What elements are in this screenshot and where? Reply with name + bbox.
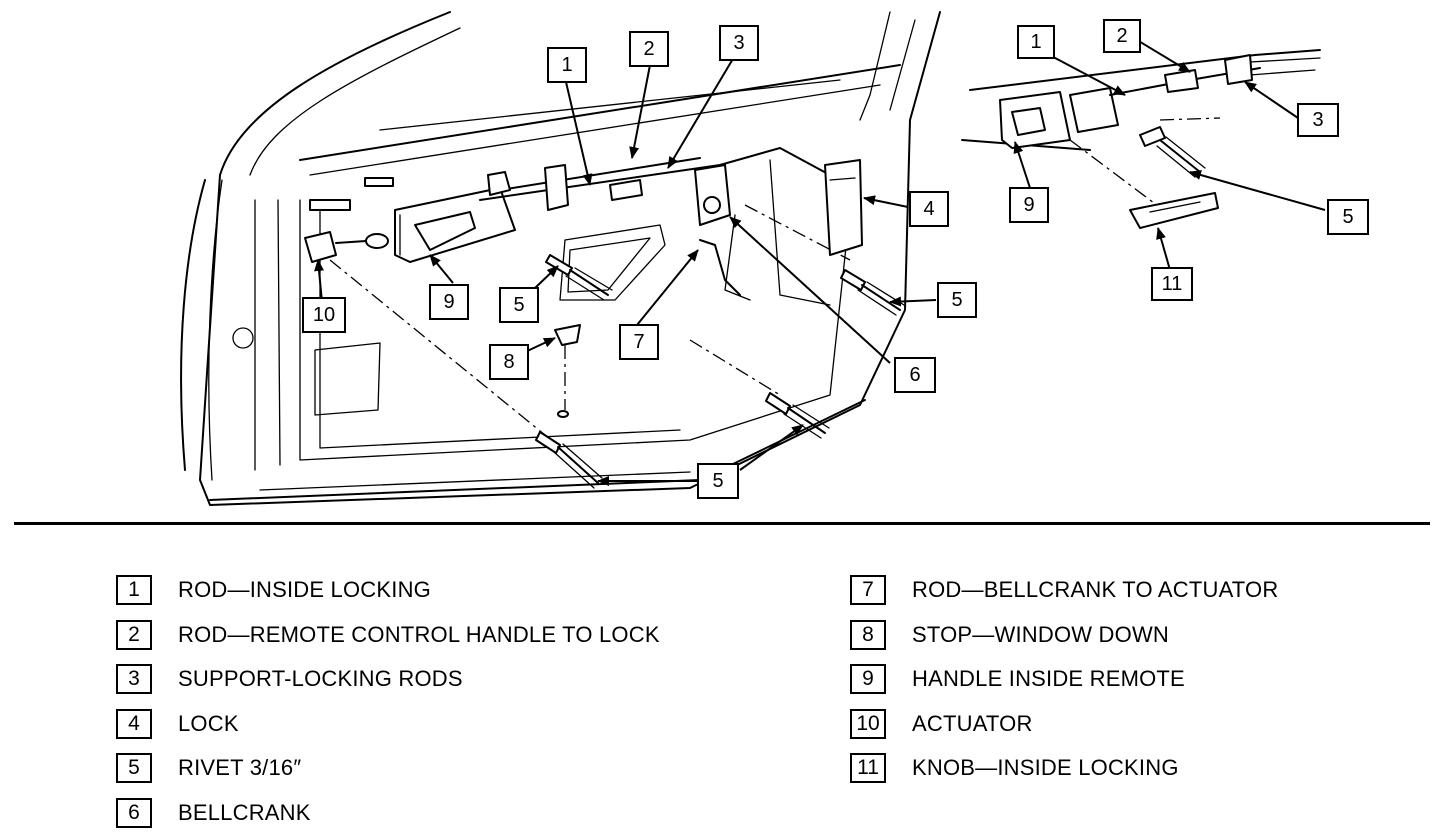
- legend-item: 2 ROD—REMOTE CONTROL HANDLE TO LOCK: [116, 613, 660, 658]
- svg-text:4: 4: [923, 198, 934, 220]
- leader-lines: [314, 39, 1326, 486]
- legend-number: 6: [116, 797, 152, 828]
- legend-item: 5 RIVET 3/16″: [116, 746, 660, 791]
- inset-callout-3: 3: [1297, 103, 1339, 137]
- callout-5: 5: [697, 463, 739, 499]
- legend-label: HANDLE INSIDE REMOTE: [912, 666, 1185, 692]
- legend-label: BELLCRANK: [178, 799, 311, 825]
- rivet: [840, 269, 905, 316]
- inset-callout-2: 2: [1103, 19, 1141, 53]
- legend-item: 3 SUPPORT-LOCKING RODS: [116, 657, 660, 702]
- svg-text:3: 3: [733, 32, 744, 54]
- legend-label: ROD—REMOTE CONTROL HANDLE TO LOCK: [178, 621, 660, 647]
- svg-text:1: 1: [561, 54, 572, 76]
- legend-number: 11: [850, 753, 886, 784]
- svg-text:2: 2: [1116, 25, 1127, 47]
- rivet: [545, 254, 613, 301]
- callout-2: 2: [629, 31, 669, 67]
- window-down-stop: [554, 324, 581, 418]
- svg-text:1: 1: [1030, 31, 1041, 53]
- svg-text:9: 9: [1023, 194, 1034, 216]
- callout-10: 10: [302, 297, 346, 333]
- legend-item: 9 HANDLE INSIDE REMOTE: [850, 657, 1278, 702]
- svg-text:2: 2: [643, 38, 654, 60]
- handle-inside-remote: [394, 187, 516, 263]
- inset-callout-11: 11: [1151, 267, 1193, 301]
- callout-7: 7: [619, 324, 659, 360]
- callout-6: 6: [894, 357, 936, 393]
- legend-item: 7 ROD—BELLCRANK TO ACTUATOR: [850, 568, 1278, 613]
- svg-text:6: 6: [909, 364, 920, 386]
- legend-label: LOCK: [178, 710, 239, 736]
- legend-number: 8: [850, 619, 886, 650]
- legend-number: 3: [116, 664, 152, 695]
- callout-3: 3: [719, 25, 759, 61]
- door-illustration: [180, 11, 941, 506]
- legend-number: 5: [116, 753, 152, 784]
- legend-number: 2: [116, 619, 152, 650]
- legend-label: RIVET 3/16″: [178, 755, 302, 781]
- rivet: [535, 431, 603, 489]
- inset-callout-5: 5: [1327, 199, 1369, 235]
- legend-number: 7: [850, 575, 886, 606]
- actuator: [304, 231, 389, 263]
- inset-callout-1: 1: [1017, 25, 1055, 59]
- door-lock-diagram: 1 2 3 4 5 5 5 6 7 8 9 10 1 2 3 5 9 11: [180, 11, 1369, 506]
- divider: [14, 522, 1430, 525]
- locking-rods: [479, 147, 831, 211]
- legend-label: ROD—BELLCRANK TO ACTUATOR: [912, 577, 1279, 603]
- legend-right: 7 ROD—BELLCRANK TO ACTUATOR 8 STOP—WINDOW …: [850, 568, 1278, 791]
- legend-label: KNOB—INSIDE LOCKING: [912, 755, 1179, 781]
- svg-text:8: 8: [503, 351, 514, 373]
- inset-illustration: [961, 49, 1321, 229]
- legend-number: 4: [116, 708, 152, 739]
- legend-item: 6 BELLCRANK: [116, 791, 660, 836]
- legend-number: 1: [116, 575, 152, 606]
- inset-callout-9: 9: [1009, 187, 1049, 223]
- legend-item: 1 ROD—INSIDE LOCKING: [116, 568, 660, 613]
- svg-text:3: 3: [1312, 109, 1323, 131]
- svg-text:11: 11: [1162, 273, 1183, 295]
- legend-item: 10 ACTUATOR: [850, 702, 1278, 747]
- legend-label: ROD—INSIDE LOCKING: [178, 577, 431, 603]
- legend-left: 1 ROD—INSIDE LOCKING 2 ROD—REMOTE CONTROL …: [116, 568, 660, 835]
- legend-number: 10: [850, 708, 886, 739]
- legend-label: SUPPORT-LOCKING RODS: [178, 666, 463, 692]
- legend-item: 8 STOP—WINDOW DOWN: [850, 613, 1278, 658]
- legend-label: STOP—WINDOW DOWN: [912, 621, 1169, 647]
- callout-5: 5: [937, 282, 977, 318]
- svg-text:7: 7: [633, 331, 644, 353]
- callout-8: 8: [489, 344, 529, 380]
- callout-4: 4: [909, 191, 949, 227]
- svg-text:5: 5: [712, 470, 723, 492]
- svg-text:5: 5: [1342, 206, 1353, 228]
- callout-9: 9: [429, 284, 469, 320]
- legend-label: ACTUATOR: [912, 710, 1033, 736]
- legend-number: 9: [850, 664, 886, 695]
- legend-item: 11 KNOB—INSIDE LOCKING: [850, 746, 1278, 791]
- rivet: [765, 392, 830, 439]
- bellcrank: [694, 164, 741, 296]
- legend-item: 4 LOCK: [116, 702, 660, 747]
- callout-5: 5: [499, 287, 539, 323]
- svg-text:5: 5: [513, 294, 524, 316]
- callout-1: 1: [547, 47, 587, 83]
- svg-text:9: 9: [443, 291, 454, 313]
- lock: [824, 159, 863, 256]
- svg-text:5: 5: [951, 289, 962, 311]
- svg-text:10: 10: [313, 304, 335, 326]
